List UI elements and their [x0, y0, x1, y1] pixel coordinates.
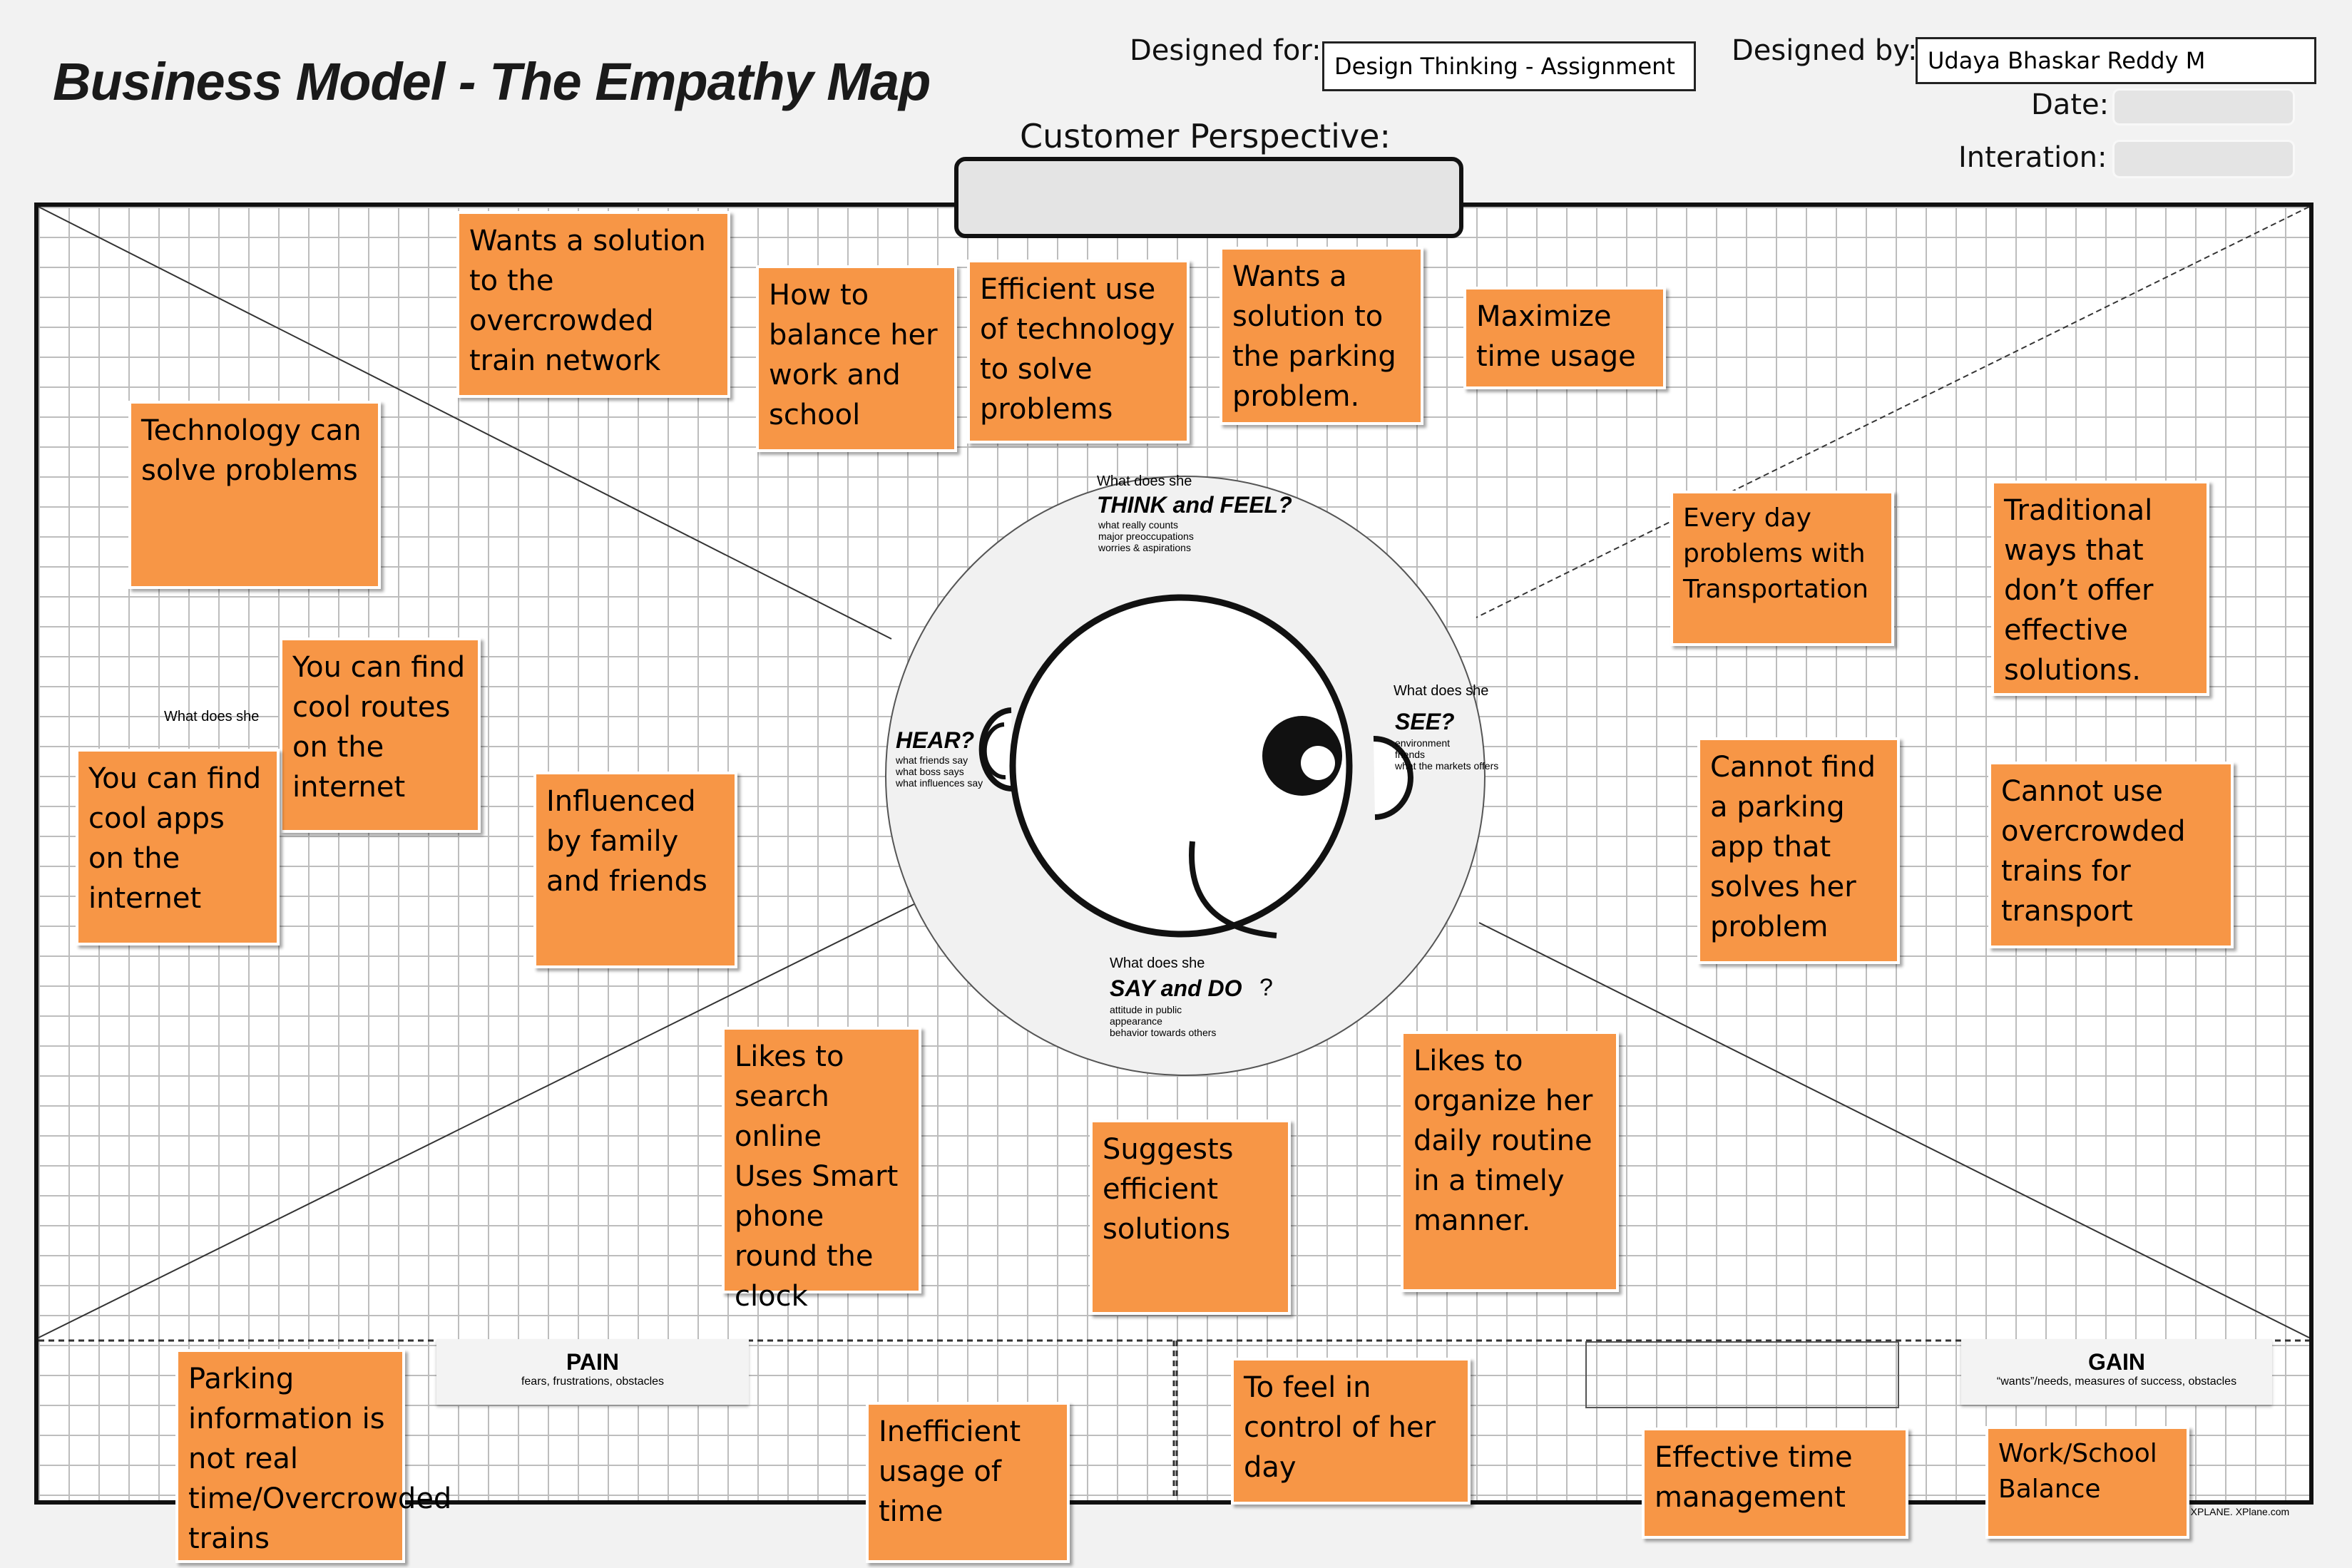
designed-by-label: Designed by: [1732, 34, 1918, 67]
say-heading: SAY and DO [1110, 975, 1242, 1001]
sticky-note-think-2[interactable]: How to balance her work and school [756, 265, 957, 452]
think-subtitle: what really counts major preoccupations … [1098, 519, 1194, 553]
sticky-note-hear-4[interactable]: Influenced by family and friends [533, 772, 737, 968]
hear-heading: HEAR? [896, 727, 975, 753]
gain-header: GAIN “wants”/needs, measures of success,… [1961, 1339, 2272, 1405]
empty-box [1585, 1341, 1899, 1408]
hear-subtitle: what friends say what boss says what inf… [896, 754, 983, 789]
customer-perspective-label: Customer Perspective: [1020, 117, 1391, 155]
see-heading: SEE? [1395, 709, 1455, 734]
sticky-note-pain-2[interactable]: Inefficient usage of time [866, 1402, 1070, 1563]
customer-perspective-field[interactable] [954, 157, 1463, 238]
designed-for-label: Designed for: [1130, 34, 1321, 67]
sticky-note-say-2[interactable]: Suggests efficient solutions [1090, 1119, 1291, 1315]
sticky-note-pain-1[interactable]: Parking information is not real time/Ove… [175, 1349, 451, 1563]
sticky-note-think-5[interactable]: Maximize time usage [1463, 287, 1666, 389]
designed-by-field[interactable]: Udaya Bhaskar Reddy M [1916, 37, 2316, 84]
see-pre-label: What does she [1394, 683, 1489, 699]
sticky-note-gain-3[interactable]: Work/School Balance [1985, 1426, 2189, 1539]
think-pre-label: What does she [1097, 473, 1192, 489]
pain-header: PAIN fears, frustrations, obstacles [436, 1339, 749, 1405]
say-question-mark: ? [1259, 974, 1273, 1001]
sticky-note-hear-3[interactable]: You can find cool apps on the internet [76, 749, 280, 946]
gain-title: GAIN [2088, 1349, 2145, 1375]
iteration-label: Interation: [1958, 141, 2107, 174]
sticky-note-think-4[interactable]: Wants a solution to the parking problem. [1220, 247, 1423, 425]
diagonal-top-left [38, 206, 892, 640]
say-pre-label: What does she [1110, 955, 1205, 971]
page-title: Business Model - The Empathy Map [53, 52, 931, 111]
sticky-note-say-3[interactable]: Likes to organize her daily routine in a… [1401, 1031, 1619, 1292]
date-label: Date: [2031, 88, 2110, 121]
see-subtitle: environment friends what the markets off… [1395, 737, 1499, 772]
sticky-note-see-2[interactable]: Traditional ways that don’t offer effect… [1991, 481, 2209, 696]
say-subtitle: attitude in public appearance behavior t… [1110, 1004, 1217, 1038]
sticky-note-see-1[interactable]: Every day problems with Transportation [1670, 491, 1894, 646]
iteration-field[interactable] [2112, 140, 2295, 178]
sticky-note-gain-2[interactable]: Effective time management [1642, 1428, 1908, 1539]
sticky-note-think-1[interactable]: Wants a solution to the overcrowded trai… [456, 211, 730, 398]
diagonal-bottom-right [1478, 922, 2310, 1338]
diagonal-top-right [1476, 206, 2310, 618]
sticky-note-hear-1[interactable]: Technology can solve problems [128, 401, 381, 589]
think-heading: THINK and FEEL? [1097, 492, 1292, 518]
gain-subtitle: “wants”/needs, measures of success, obst… [1996, 1375, 2237, 1388]
sticky-note-hear-2[interactable]: You can find cool routes on the internet [280, 637, 481, 833]
date-field[interactable] [2112, 88, 2295, 125]
right-ear [1373, 735, 1413, 820]
pain-title: PAIN [566, 1349, 620, 1375]
sticky-note-see-3[interactable]: Cannot find a parking app that solves he… [1697, 737, 1900, 964]
pain-subtitle: fears, frustrations, obstacles [521, 1375, 665, 1388]
face-mouth [1189, 841, 1277, 938]
sticky-note-gain-1[interactable]: To feel in control of her day [1231, 1358, 1471, 1505]
credit-text: n XPLANE. XPlane.com [2182, 1506, 2290, 1517]
diagonal-bottom-left [38, 901, 921, 1338]
sticky-note-say-1[interactable]: Likes to search online Uses Smart phone … [722, 1027, 921, 1313]
sticky-note-see-4[interactable]: Cannot use overcrowded trains for transp… [1988, 762, 2234, 948]
sticky-note-think-3[interactable]: Efficient use of technology to solve pro… [967, 260, 1190, 444]
designed-for-field[interactable]: Design Thinking - Assignment [1322, 41, 1696, 91]
face-head [1009, 594, 1353, 938]
hear-outer-label: What does she [164, 709, 260, 724]
